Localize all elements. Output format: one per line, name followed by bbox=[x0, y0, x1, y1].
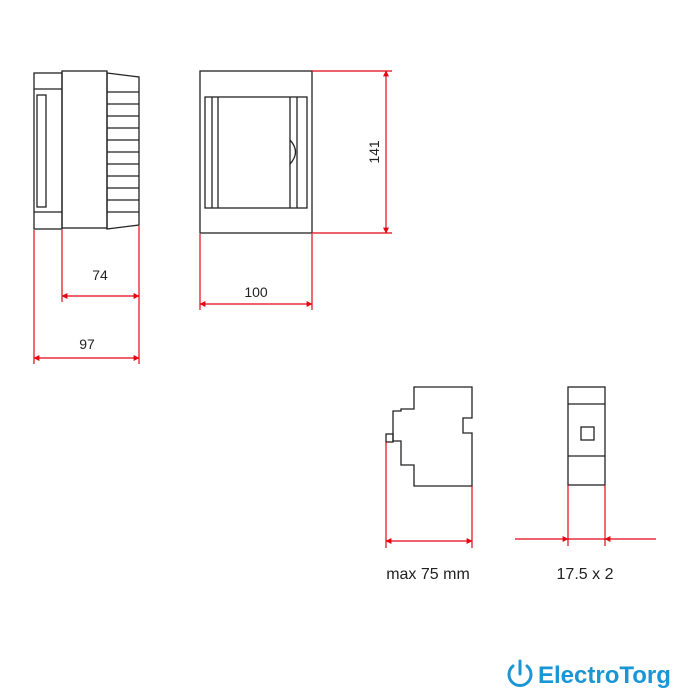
side-view bbox=[33, 70, 140, 230]
dim-label-97: 97 bbox=[79, 336, 95, 352]
brand-name: ElectroTorg bbox=[538, 662, 671, 689]
front-view bbox=[199, 70, 313, 234]
dim-label-100: 100 bbox=[244, 284, 268, 300]
breaker-depth-dimension bbox=[385, 442, 473, 548]
dimension-lines bbox=[33, 70, 392, 364]
breaker-width-dimension bbox=[515, 485, 656, 546]
dim-label-74: 74 bbox=[92, 267, 108, 283]
breaker-side-view bbox=[385, 386, 473, 487]
power-icon bbox=[507, 659, 533, 687]
caption-depth: max 75 mm bbox=[386, 566, 470, 583]
caption-module-width: 17.5 x 2 bbox=[557, 566, 614, 583]
brand-logo: ElectroTorg bbox=[507, 659, 671, 689]
dim-label-141: 141 bbox=[366, 140, 382, 164]
breaker-front-view bbox=[567, 386, 606, 486]
